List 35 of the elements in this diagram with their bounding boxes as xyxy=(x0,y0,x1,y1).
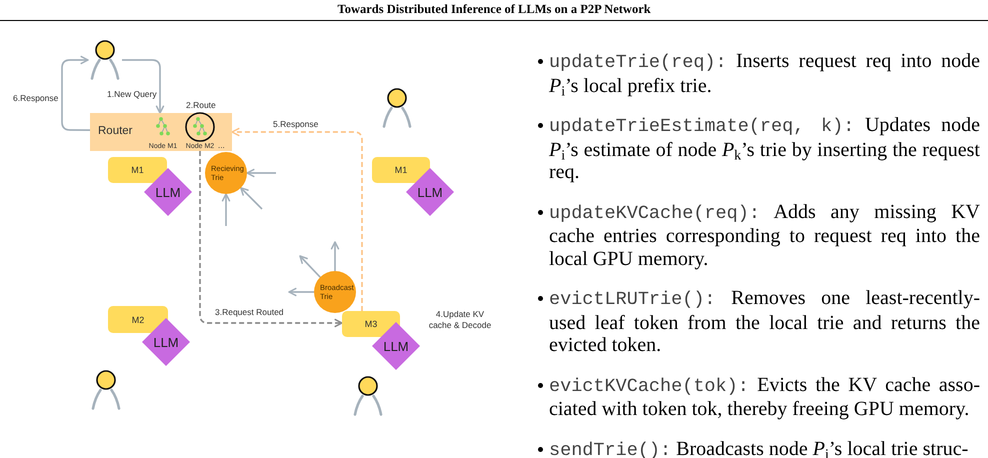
more-label: ... xyxy=(218,142,225,150)
person-icon xyxy=(89,370,123,410)
bullet-item: updateTrieEstimate(req, k): Updates node P$_{i}$’s estimate of node P$_{k}$’s trie by inserting the request req. xyxy=(536,114,980,184)
arrow xyxy=(299,255,321,278)
bullet-item: evictLRUTrie(): Removes one least-recently-used leaf token from the local trie and returns the evicted token. xyxy=(536,287,980,356)
page-title: Towards Distributed Inference of LLMs on a P2P Network xyxy=(338,2,651,17)
edge-label: 1.New Query xyxy=(106,89,158,99)
person-icon xyxy=(380,88,414,128)
bullet-item: evictKVCache(tok): Evicts the KV cache asso-ciated with token tok, thereby freeing GPU memory. xyxy=(536,374,980,420)
bullet-item: updateKVCache(req): Adds any missing KV cache entries corresponding to request req into the local GPU memory. xyxy=(536,200,980,270)
arrow xyxy=(122,59,164,114)
model-box: M1 xyxy=(108,157,167,183)
model-box: M1 xyxy=(372,157,430,183)
edge-label: 6.Response xyxy=(12,93,60,103)
arrow xyxy=(246,168,276,178)
step-label: 4.Update KV cache & Decode xyxy=(428,309,492,331)
bullet-item: updateTrie(req): Inserts request req into node P$_{i}$’s local prefix trie. xyxy=(536,50,980,97)
arrow xyxy=(288,288,314,296)
step-label: 2.Route xyxy=(186,100,216,111)
arrow xyxy=(61,56,90,131)
arrow xyxy=(199,151,343,328)
person-icon xyxy=(88,40,122,80)
model-box: M2 xyxy=(108,306,168,333)
edge-label: 5.Response xyxy=(272,119,320,129)
router-label: Router xyxy=(98,124,133,138)
arrow xyxy=(330,241,340,271)
arrow xyxy=(240,187,263,210)
edge-label: 3.Request Routed xyxy=(214,307,285,317)
person-icon xyxy=(351,376,385,416)
arrow xyxy=(222,193,230,226)
llm-diamond: LLM xyxy=(144,168,192,216)
llm-diamond: LLM xyxy=(406,168,454,216)
arrow xyxy=(231,128,363,311)
bullet-item: sendTrie(): Broadcasts node P$_{i}$’s local trie struc- xyxy=(536,438,980,458)
router-box xyxy=(90,113,232,151)
